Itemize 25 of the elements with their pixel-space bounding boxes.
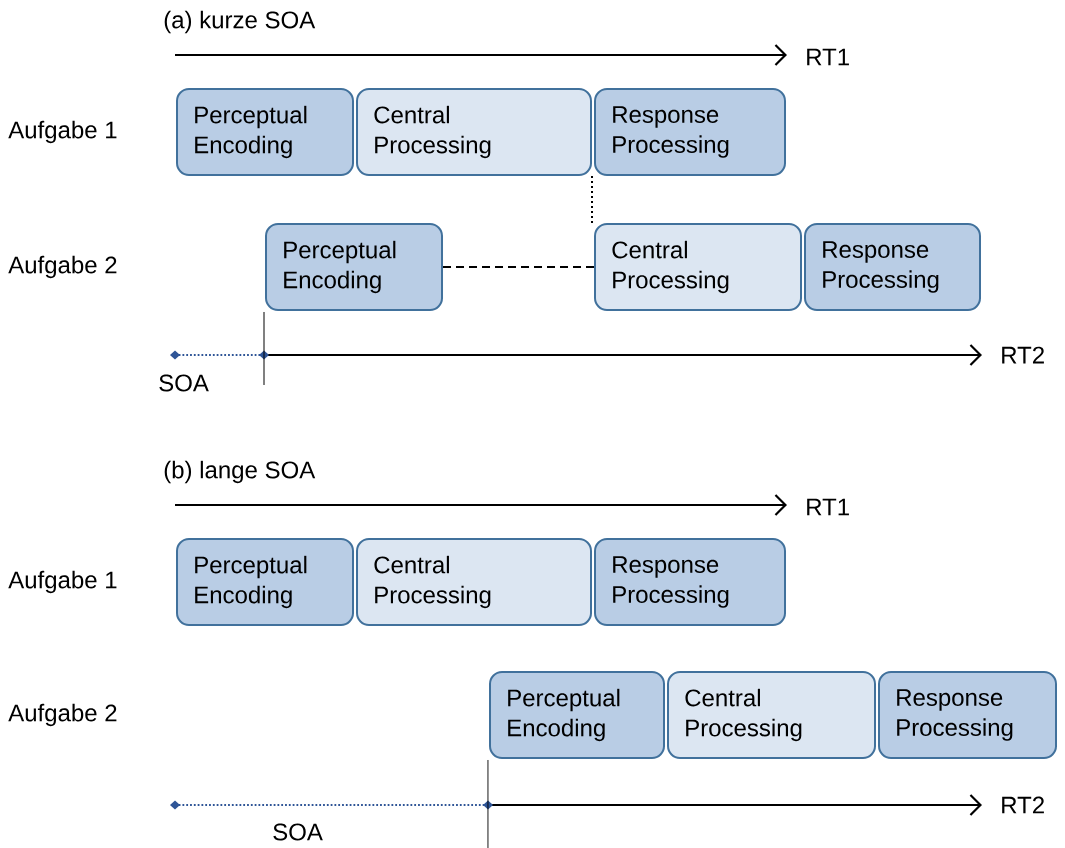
- process-box: Central Processing: [356, 88, 592, 176]
- soa-label: SOA: [159, 374, 209, 392]
- row-label: Aufgabe 1: [8, 570, 117, 594]
- process-box: Perceptual Encoding: [489, 671, 665, 759]
- row-label: Aufgabe 2: [8, 255, 117, 279]
- axis-label: RT1: [807, 48, 849, 66]
- process-box: Response Processing: [594, 538, 786, 626]
- process-box: Central Processing: [667, 671, 876, 759]
- process-box: Response Processing: [804, 223, 981, 311]
- soa-label: SOA: [273, 823, 323, 841]
- axis-label: RT2: [1002, 346, 1044, 364]
- process-box: Response Processing: [878, 671, 1057, 759]
- row-label: Aufgabe 2: [8, 703, 117, 727]
- row-label: Aufgabe 1: [8, 120, 117, 144]
- process-box: Response Processing: [594, 88, 786, 176]
- process-box: Central Processing: [594, 223, 802, 311]
- process-box: Perceptual Encoding: [176, 538, 354, 626]
- process-box: Perceptual Encoding: [265, 223, 443, 311]
- panel-heading: (a) kurze SOA: [164, 10, 316, 34]
- axis-label: RT1: [807, 498, 849, 516]
- panel-heading: (b) lange SOA: [164, 460, 316, 484]
- axis-label: RT2: [1002, 796, 1044, 814]
- connector-line: [442, 266, 595, 268]
- process-box: Central Processing: [356, 538, 592, 626]
- process-box: Perceptual Encoding: [176, 88, 354, 176]
